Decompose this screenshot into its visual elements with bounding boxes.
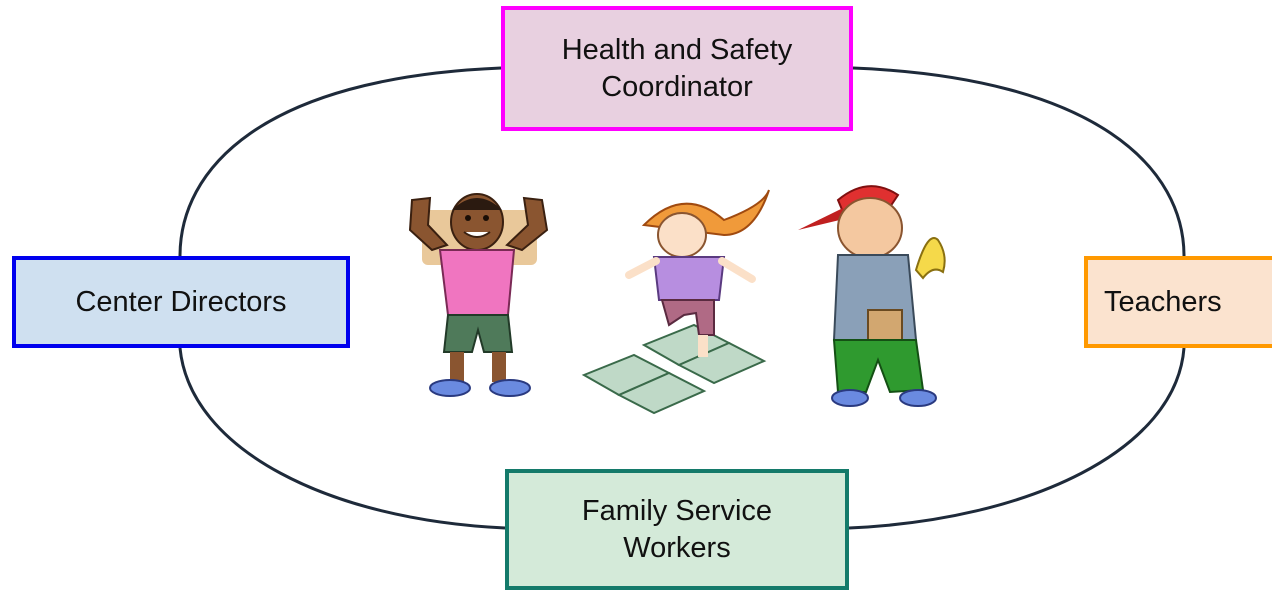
cycle-connector: [178, 66, 1186, 530]
node-label: Health and Safety Coordinator: [561, 34, 793, 103]
node-label: Family Service Workers: [581, 495, 773, 564]
node-health-and-safety-coordinator: Health and Safety Coordinator: [501, 6, 853, 131]
node-center-directors: Center Directors: [12, 256, 350, 348]
node-label: Center Directors: [75, 285, 287, 318]
flexing-boy-icon: [408, 193, 549, 397]
boy-with-banana-icon: [798, 185, 946, 407]
hopscotch-girl-icon: [581, 189, 770, 415]
node-label: Teachers: [1104, 285, 1222, 318]
node-teachers: Teachers: [1084, 256, 1272, 348]
node-family-service-workers: Family Service Workers: [505, 469, 849, 590]
